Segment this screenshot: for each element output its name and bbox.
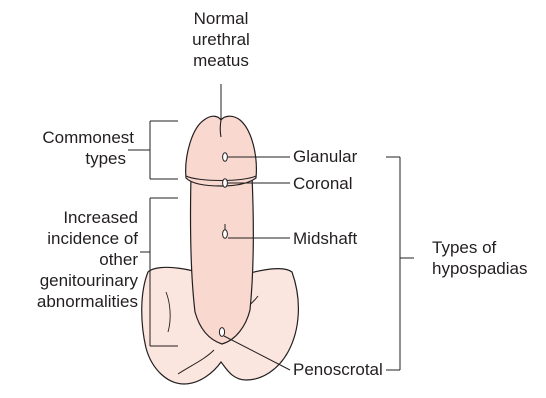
penoscrotal-label: Penoscrotal	[293, 359, 383, 380]
normal-meatus-line-1: Normal	[166, 8, 276, 29]
commonest-types-label: Commonest types	[6, 127, 134, 169]
coronal-label: Coronal	[293, 173, 353, 194]
types-line-2: hypospadias	[432, 258, 527, 279]
types-of-hypospadias-label: Types of hypospadias	[432, 237, 527, 279]
incidence-line-2: incidence of	[0, 228, 138, 249]
normal-meatus-line-2: urethral	[166, 29, 276, 50]
normal-meatus-line-3: meatus	[166, 50, 276, 71]
commonest-line-1: Commonest	[6, 127, 134, 148]
incidence-line-1: Increased	[0, 207, 138, 228]
incidence-line-3: other	[0, 249, 138, 270]
commonest-line-2: types	[6, 148, 134, 169]
glanular-label: Glanular	[293, 146, 357, 167]
increased-incidence-label: Increased incidence of other genitourina…	[0, 207, 138, 312]
midshaft-label: Midshaft	[293, 228, 357, 249]
normal-meatus-label: Normal urethral meatus	[166, 8, 276, 71]
incidence-line-5: abnormalities	[0, 291, 138, 312]
types-line-1: Types of	[432, 237, 527, 258]
penis-shaft	[190, 176, 253, 344]
incidence-line-4: genitourinary	[0, 270, 138, 291]
glans	[186, 116, 257, 186]
